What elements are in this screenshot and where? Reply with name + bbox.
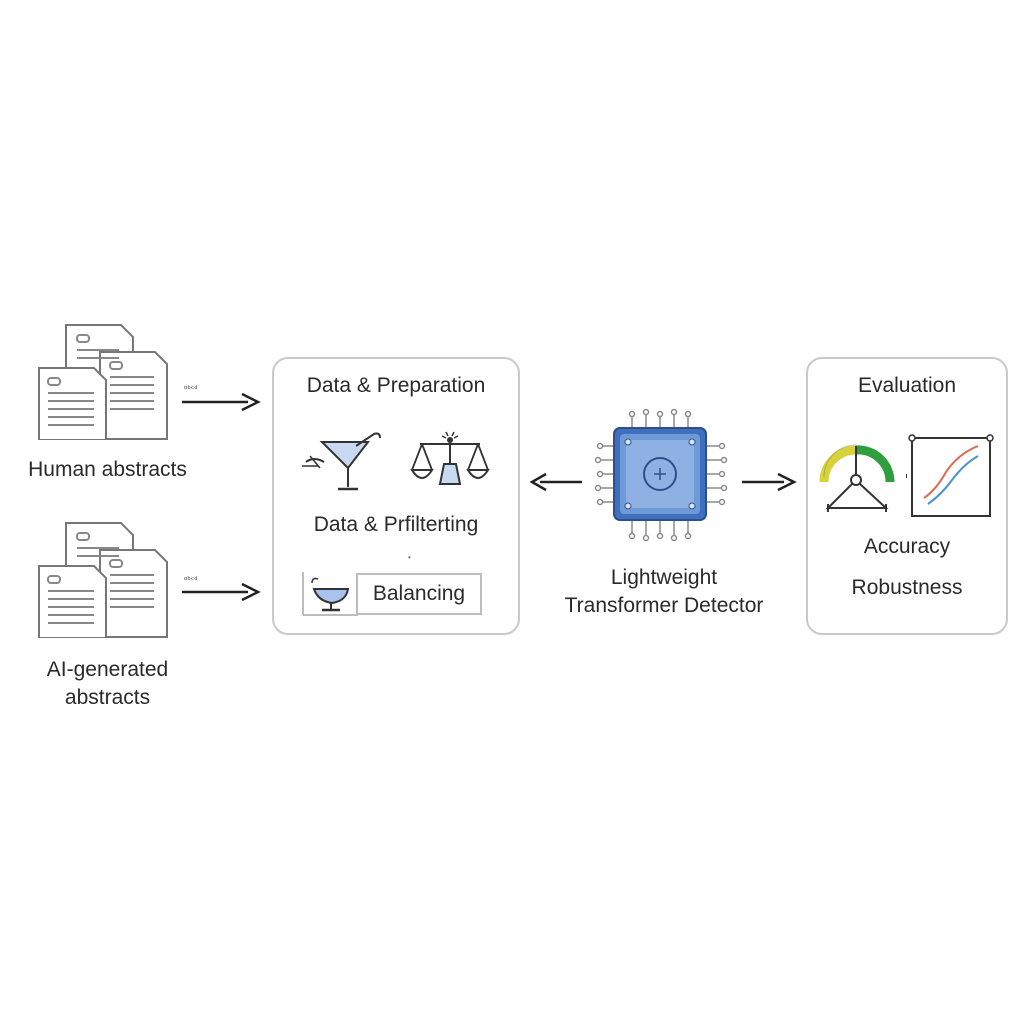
transformer-chip-icon xyxy=(594,408,728,542)
detector-line2: Transformer Detector xyxy=(564,594,764,617)
ai-abstracts-label: AI-generated abstracts xyxy=(10,656,205,712)
balancing-bowl-icon xyxy=(302,572,358,616)
arrow-ai-to-prep xyxy=(182,582,261,602)
line-chart-icon xyxy=(906,434,994,517)
arrow-human-to-prep xyxy=(182,392,261,412)
human-abstracts-label: Human abstracts xyxy=(28,458,187,481)
metric-robustness: Robustness xyxy=(851,576,963,599)
detector-line1: Lightweight xyxy=(610,566,718,589)
ai-abstracts-line2: abstracts xyxy=(64,686,151,709)
balance-scale-icon xyxy=(410,431,490,485)
gauge-icon xyxy=(819,444,895,512)
human-docs-icon xyxy=(38,324,168,440)
preparation-title: Data & Preparation xyxy=(306,374,486,397)
evaluation-title: Evaluation xyxy=(857,374,957,397)
ai-abstracts-line1: AI-generated xyxy=(46,658,169,681)
arrow-tag-2: ᵅᵇᶜᵈ xyxy=(184,575,198,584)
filtering-label: Data & Prfilterting xyxy=(313,513,479,536)
balancing-label: Balancing xyxy=(372,582,466,605)
metric-accuracy: Accuracy xyxy=(863,535,951,558)
stray-mark: • xyxy=(408,553,411,562)
arrow-detector-to-eval xyxy=(742,472,797,492)
ai-docs-icon xyxy=(38,522,168,638)
arrow-detector-to-prep xyxy=(529,472,582,492)
detector-label: Lightweight Transformer Detector xyxy=(540,564,788,620)
arrow-tag-1: ᵅᵇᶜᵈ xyxy=(184,384,198,393)
cocktail-glass-icon xyxy=(302,432,381,491)
balancing-box: Balancing xyxy=(356,573,482,615)
